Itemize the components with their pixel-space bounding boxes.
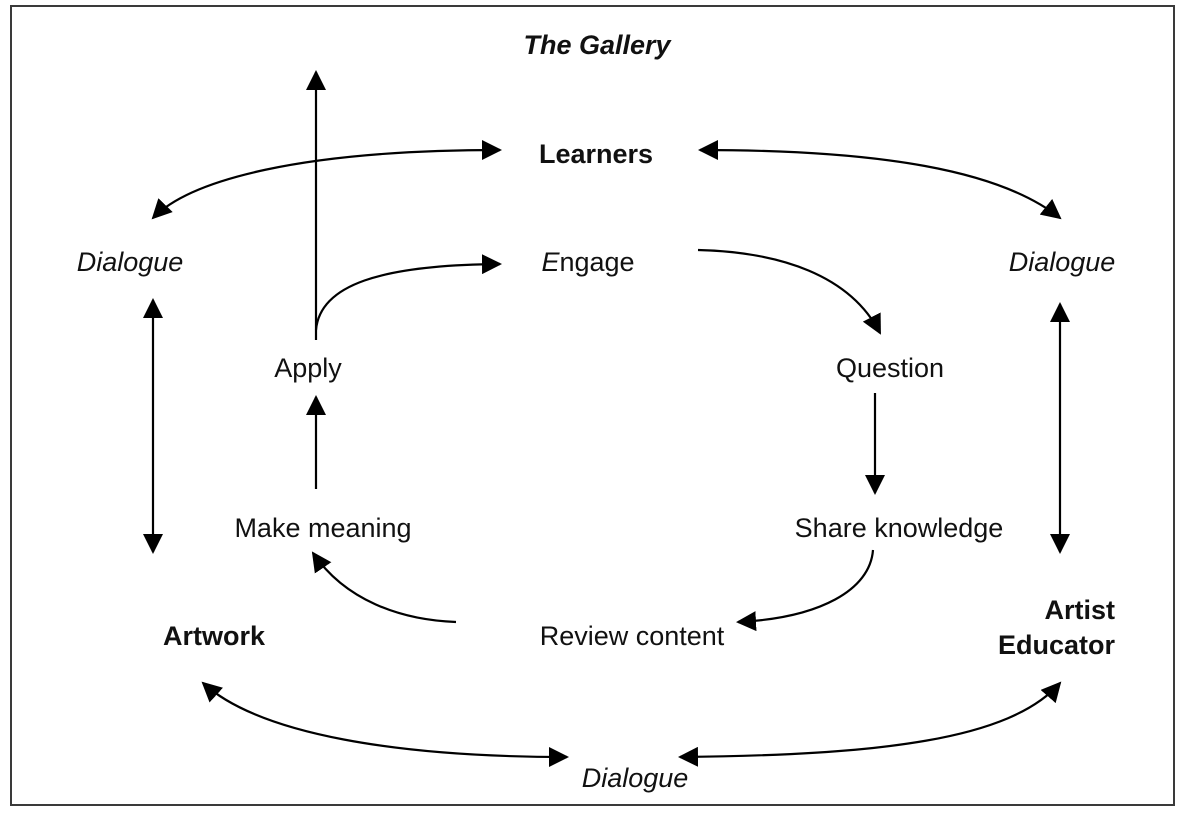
- arrow-learners-dialogue-left: [151, 140, 502, 220]
- arrow-share-review: [736, 549, 875, 632]
- node-make-meaning: Make meaning: [234, 513, 412, 543]
- node-learners: Learners: [538, 139, 654, 169]
- node-dialogue-bottom: Dialogue: [581, 763, 689, 793]
- node-share-knowledge: Share knowledge: [794, 513, 1004, 543]
- node-apply: Apply: [274, 353, 342, 383]
- arrow-educator-dialogue-bottom: [678, 681, 1062, 767]
- node-artist-educator-line1: Artist: [1044, 595, 1115, 625]
- node-engage-rest: ngage: [559, 247, 635, 277]
- node-review-content: Review content: [539, 621, 725, 651]
- arrow-engage-question: [697, 248, 881, 335]
- node-question: Question: [835, 353, 945, 383]
- arrow-artwork-dialogue-bottom: [201, 681, 569, 767]
- diagram-title: The Gallery: [523, 30, 671, 60]
- node-engage: Engage: [541, 249, 634, 276]
- node-artwork: Artwork: [162, 621, 266, 651]
- node-dialogue-left: Dialogue: [76, 247, 184, 277]
- diagram-frame: [10, 5, 1175, 806]
- node-engage-initial: E: [541, 247, 560, 277]
- arrow-review-make-meaning: [311, 551, 457, 624]
- node-artist-educator-line2: Educator: [997, 630, 1115, 660]
- arrow-learners-dialogue-right: [698, 140, 1062, 220]
- arrow-apply-engage: [314, 254, 502, 331]
- node-dialogue-right: Dialogue: [1008, 247, 1116, 277]
